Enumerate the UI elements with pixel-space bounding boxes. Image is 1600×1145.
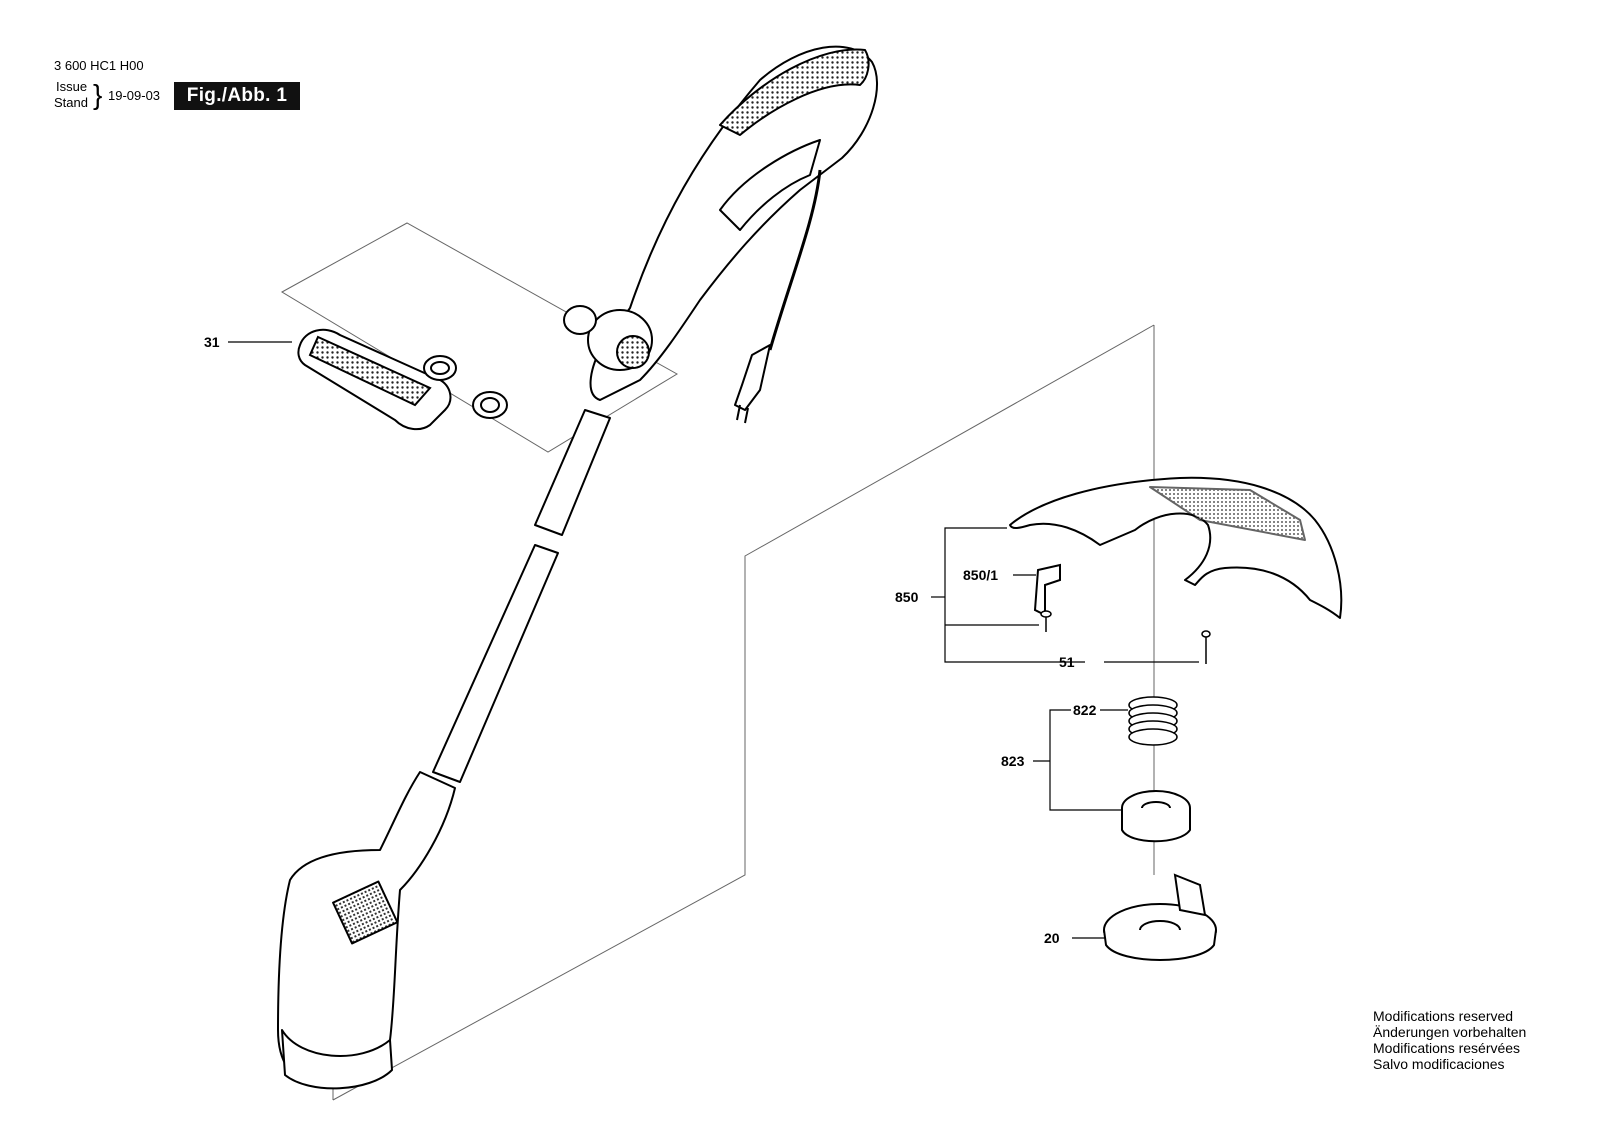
callout-822: 822 <box>1073 702 1097 718</box>
handle-grip-texture <box>719 48 870 136</box>
notice-line-en: Modifications reserved <box>1373 1008 1514 1024</box>
notice-line-es: Salvo modificaciones <box>1373 1056 1505 1072</box>
document-number: 3 600 HC1 H00 <box>54 58 144 73</box>
callout-823: 823 <box>1001 753 1025 769</box>
auxiliary-handle-part-31 <box>297 328 508 431</box>
power-cable <box>768 169 822 351</box>
callout-850: 850 <box>895 589 919 605</box>
trigger-slot <box>719 139 821 231</box>
motor-vent-grill <box>332 880 399 945</box>
spool-part-823 <box>1121 790 1191 843</box>
spring-part-822 <box>1128 696 1178 746</box>
callout-51: 51 <box>1059 654 1075 670</box>
callout-31: 31 <box>204 334 220 350</box>
assembly-guide-lines <box>280 222 1155 1101</box>
modifications-notice: Modifications reserved Änderungen vorbeh… <box>1373 1008 1526 1072</box>
notice-line-fr: Modifications resérvées <box>1373 1040 1521 1056</box>
notice-line-de: Änderungen vorbehalten <box>1373 1024 1527 1040</box>
spool-cap-part-20 <box>1103 873 1217 961</box>
trimmer-assembly <box>277 45 879 1090</box>
trimmer-base <box>281 1029 393 1090</box>
guard-part-850 <box>1009 476 1343 619</box>
issue-date: 19-09-03 <box>108 88 161 103</box>
plug <box>734 344 771 411</box>
shaft-lower <box>432 544 559 783</box>
brace-glyph: } <box>93 79 103 110</box>
callout-leaders <box>228 341 1199 939</box>
bracket-part-850-1 <box>1033 563 1061 617</box>
issue-label: Issue <box>56 79 88 94</box>
shaft-upper <box>534 409 611 536</box>
figure-badge: Fig./Abb. 1 <box>174 82 300 110</box>
callout-850-1: 850/1 <box>963 567 998 583</box>
callout-20: 20 <box>1044 930 1060 946</box>
stand-label: Stand <box>54 95 88 110</box>
screw-part-51 <box>1040 610 1211 664</box>
